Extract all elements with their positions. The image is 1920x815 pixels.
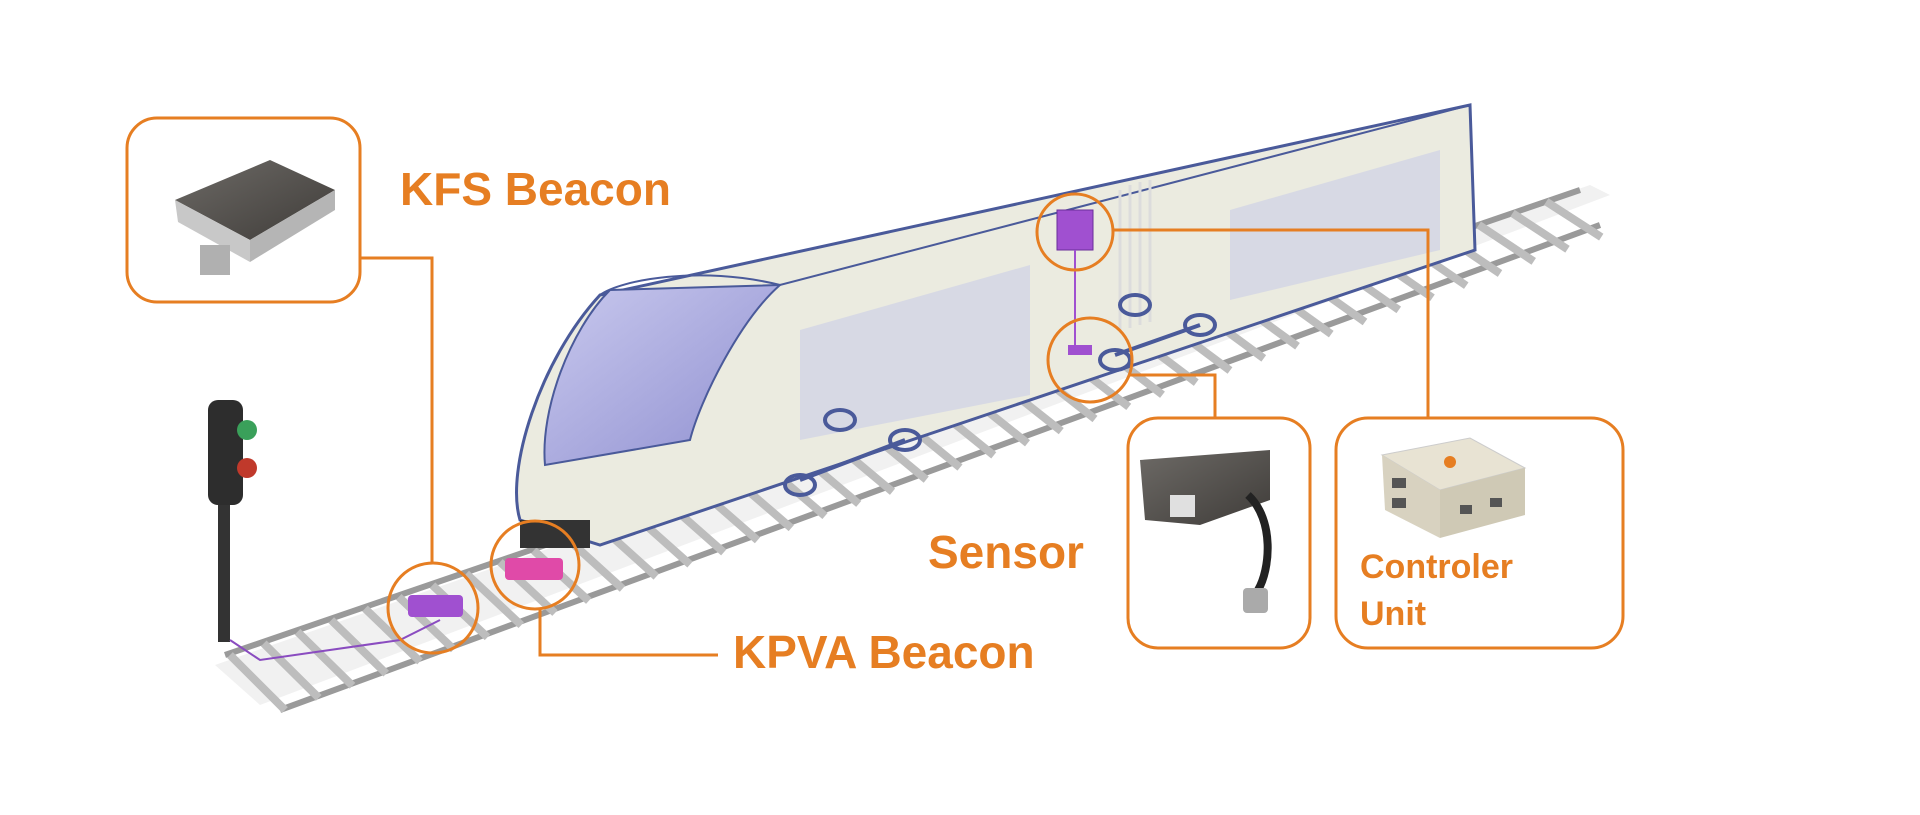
traffic-signal <box>208 400 441 662</box>
kpva-beacon-label: KPVA Beacon <box>733 626 1035 678</box>
track-sleeper <box>260 640 322 701</box>
train <box>515 103 1477 548</box>
green-light-icon <box>237 420 257 440</box>
track-sleeper <box>362 605 423 665</box>
track-sleeper <box>1510 209 1570 253</box>
kfs-beacon-label: KFS Beacon <box>400 163 671 215</box>
controller-unit-label-line1: Controler <box>1360 548 1513 586</box>
sensor-label: Sensor <box>928 526 1084 578</box>
sensor-callout <box>1126 416 1312 650</box>
track-sleeper <box>294 628 356 689</box>
controller-unit-label-line2: Unit <box>1360 595 1426 633</box>
track-sleeper <box>395 593 457 653</box>
controller-unit-callout <box>1334 416 1625 650</box>
kfs-beacon-callout <box>125 116 362 304</box>
kpva-beacon-marker <box>505 558 563 580</box>
callout-lines <box>360 192 1430 657</box>
windshield <box>543 283 783 467</box>
track-sleeper <box>1476 221 1536 265</box>
track-sleeper <box>463 570 524 629</box>
controller-unit-marker <box>1056 209 1094 251</box>
red-light-icon <box>237 458 257 478</box>
track-sleeper <box>227 652 288 713</box>
track-sleeper <box>1544 198 1604 241</box>
kfs-beacon-marker <box>408 595 463 617</box>
